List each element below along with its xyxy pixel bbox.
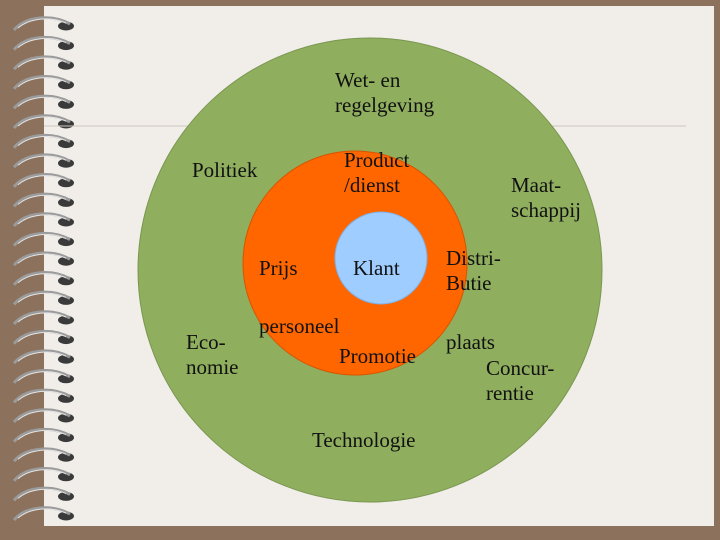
label-maatschappij: Maat- schappij xyxy=(511,173,581,223)
label-plaats: plaats xyxy=(446,330,495,355)
label-promotie: Promotie xyxy=(339,344,416,369)
label-distributie: Distri- Butie xyxy=(446,246,501,296)
label-economie: Eco- nomie xyxy=(186,330,239,380)
label-wet-regelgeving: Wet- en regelgeving xyxy=(335,68,434,118)
label-concurrentie: Concur- rentie xyxy=(486,356,554,406)
label-technologie: Technologie xyxy=(312,428,416,453)
label-personeel: personeel xyxy=(259,314,339,339)
label-product-dienst: Product /dienst xyxy=(344,148,409,198)
label-klant: Klant xyxy=(353,256,400,281)
label-prijs: Prijs xyxy=(259,256,298,281)
label-politiek: Politiek xyxy=(192,158,257,183)
